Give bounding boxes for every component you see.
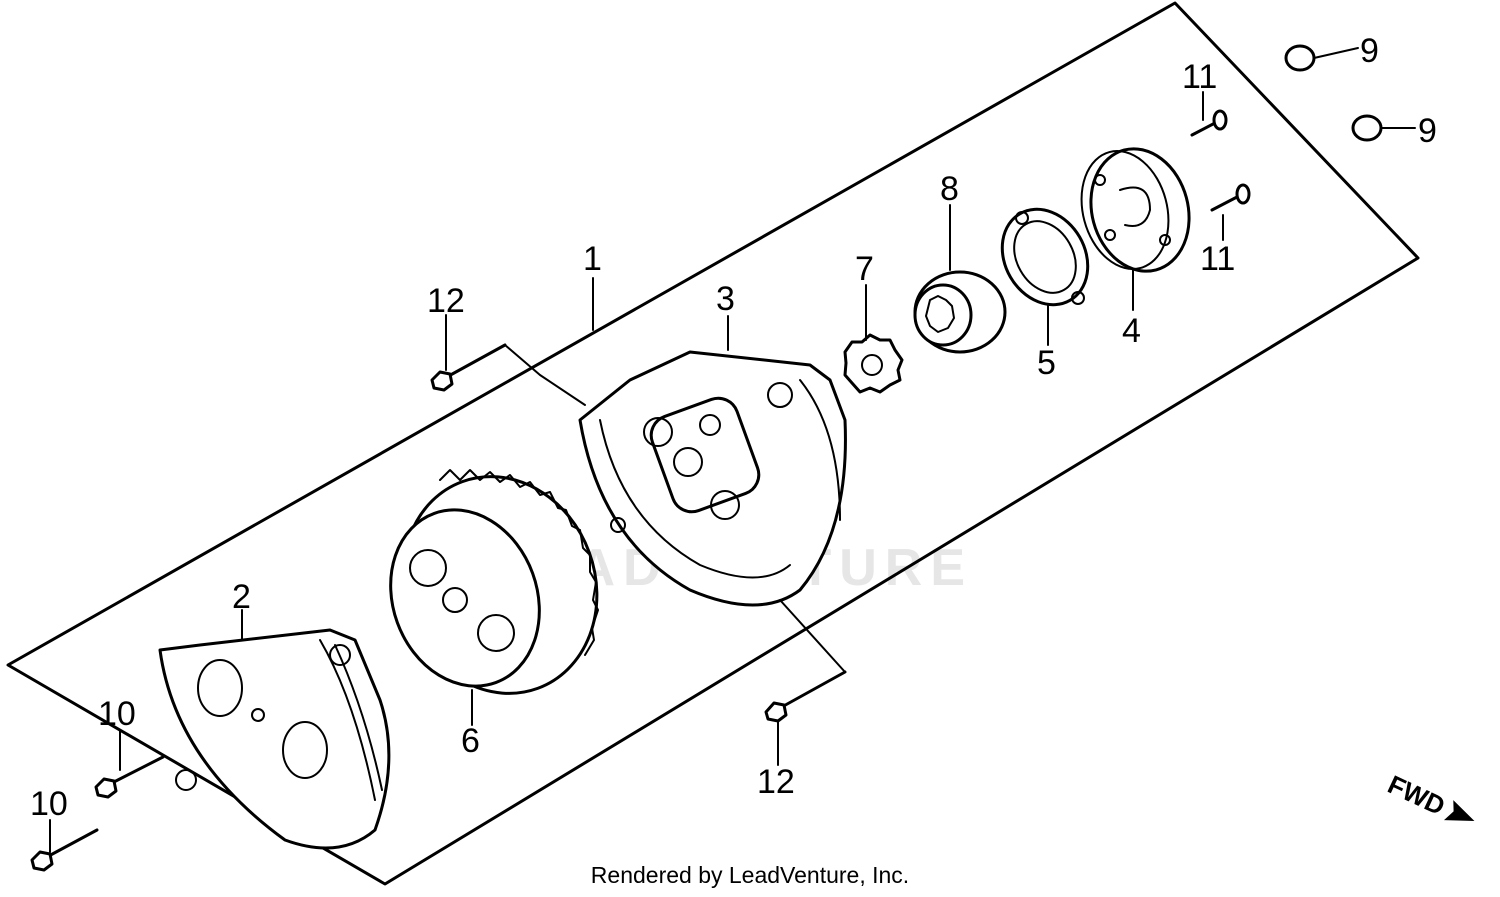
part-2-cover: [158, 628, 391, 850]
callout-7: 7: [855, 250, 874, 288]
callout-8: 8: [940, 170, 959, 208]
callout-6: 6: [461, 722, 480, 760]
callout-2: 2: [232, 578, 251, 616]
callout-10a: 10: [98, 695, 136, 733]
part-11-screw-lower: [1210, 183, 1251, 212]
footer-credit: Rendered by LeadVenture, Inc.: [590, 862, 910, 888]
part-8-outer-rotor: [913, 270, 1007, 354]
callout-5: 5: [1037, 344, 1056, 382]
callout-11a: 11: [1182, 58, 1217, 96]
part-4-pump-cover: [1080, 147, 1191, 273]
callout-3: 3: [716, 280, 735, 318]
part-10-bolt-lower: [30, 828, 99, 872]
part-9-o-ring-lower: [1351, 114, 1383, 142]
callout-11b: 11: [1200, 240, 1235, 278]
leader-9a: [1313, 47, 1359, 59]
part-7-inner-rotor: [843, 333, 904, 394]
callout-4: 4: [1122, 312, 1141, 350]
part-12-bolt-upper: [430, 343, 586, 406]
callout-12b: 12: [757, 763, 795, 801]
part-10-bolt-upper: [94, 755, 165, 799]
part-5-gasket: [1000, 207, 1090, 307]
callout-12a: 12: [427, 282, 465, 320]
fwd-arrow-icon: FWD: [1383, 769, 1475, 821]
part-6-sprocket: [389, 469, 599, 695]
fwd-label: FWD: [1383, 769, 1449, 821]
callout-9a: 9: [1360, 32, 1379, 70]
callout-1: 1: [583, 240, 602, 278]
part-3-pump-body: [578, 350, 847, 607]
part-11-screw-upper: [1190, 109, 1228, 137]
part-9-o-ring-upper: [1284, 44, 1316, 72]
callout-9b: 9: [1418, 112, 1437, 150]
part-12-bolt-lower: [764, 599, 847, 723]
callout-10b: 10: [30, 785, 68, 823]
